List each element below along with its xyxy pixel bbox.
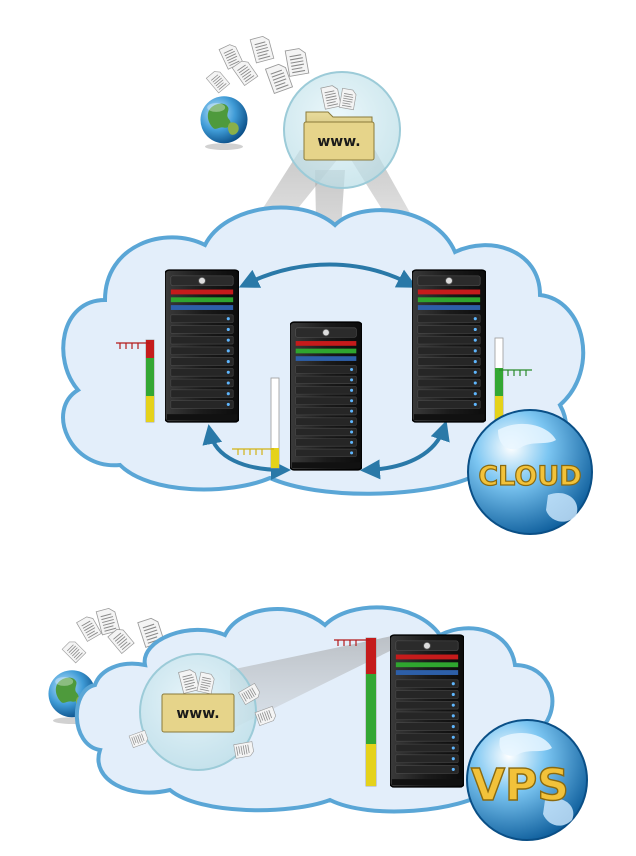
vps-panel: www. xyxy=(48,605,588,841)
data-beam xyxy=(230,636,392,730)
server-rack-icon xyxy=(165,269,239,423)
cloud-panel: www. xyxy=(61,34,593,535)
folder-label: www. xyxy=(317,134,360,150)
magnifier-lens: www. xyxy=(139,653,257,771)
folder-icon: www. xyxy=(303,84,375,161)
bidirectional-arrow-icon xyxy=(202,262,450,480)
magnifier-lens: www. xyxy=(283,71,401,189)
vps-label: VPS xyxy=(471,760,569,811)
server-rack-icon xyxy=(390,634,464,788)
cloud-label: CLOUD xyxy=(478,461,581,492)
vps-globe-badge: VPS xyxy=(466,719,588,841)
cloud-globe-badge: CLOUD xyxy=(467,409,593,535)
server-rack-icon xyxy=(412,269,486,423)
usage-meter-icon xyxy=(232,377,280,469)
paper-documents-icon xyxy=(205,34,310,95)
globe-icon xyxy=(200,96,248,150)
folder-label: www. xyxy=(176,706,219,722)
folder-icon: www. xyxy=(161,668,235,733)
usage-meter-icon xyxy=(116,339,155,423)
server-rack-icon xyxy=(290,321,362,471)
usage-meter-icon xyxy=(334,637,377,787)
